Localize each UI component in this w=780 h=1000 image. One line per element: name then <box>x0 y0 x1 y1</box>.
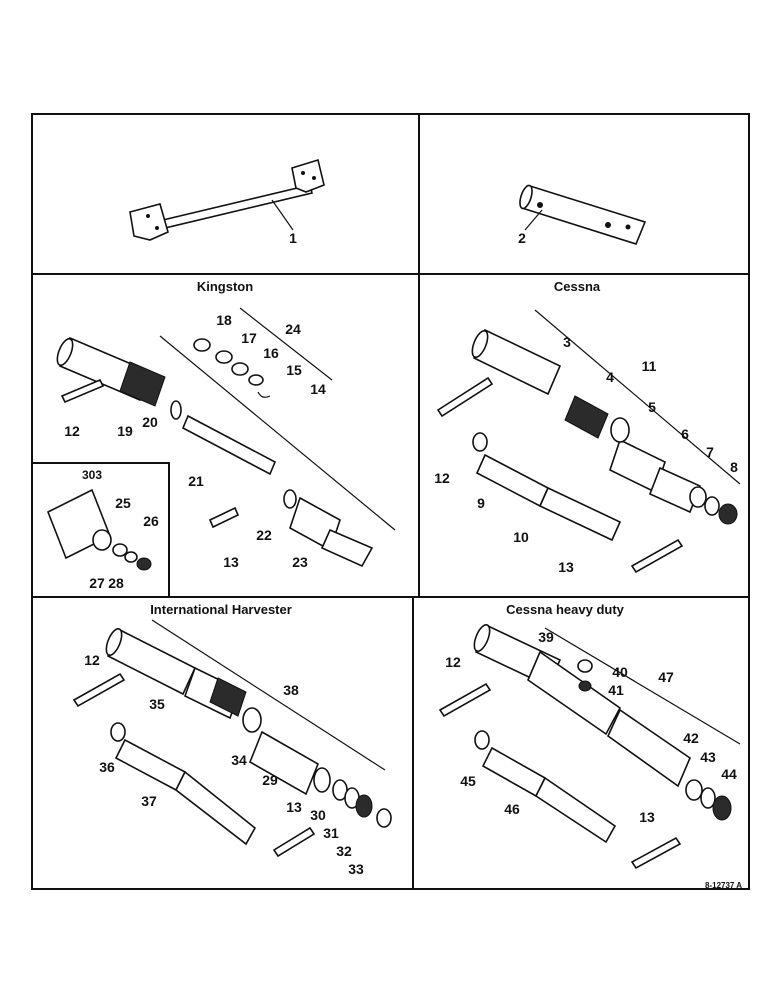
callout-39: 39 <box>538 629 554 645</box>
callout-11: 11 <box>641 358 657 374</box>
callout-14: 14 <box>310 381 326 397</box>
callout-21: 21 <box>188 473 204 489</box>
callout-20: 20 <box>142 414 158 430</box>
callout-6: 6 <box>681 426 689 442</box>
callout-10: 10 <box>513 529 529 545</box>
callout-22: 22 <box>256 527 272 543</box>
callout-1: 1 <box>289 230 297 246</box>
callout-4: 4 <box>606 369 614 385</box>
callout-38: 38 <box>283 682 299 698</box>
callout-c12: 12 <box>434 470 450 486</box>
callout-36: 36 <box>99 759 115 775</box>
callout-32: 32 <box>336 843 352 859</box>
callout-42: 42 <box>683 730 699 746</box>
callout-34: 34 <box>231 752 247 768</box>
callout-41: 41 <box>608 682 624 698</box>
callout-8: 8 <box>730 459 738 475</box>
callout-d12: 12 <box>445 654 461 670</box>
ih-cylinder <box>72 619 392 858</box>
callout-31: 31 <box>323 825 339 841</box>
panel-inset-303 <box>31 462 170 598</box>
callout-35: 35 <box>149 696 165 712</box>
callout-40: 40 <box>612 664 628 680</box>
panel-title-cessna: Cessna <box>553 279 601 294</box>
callout-h13: 13 <box>286 799 302 815</box>
callout-26: 26 <box>143 513 159 529</box>
callout-7: 7 <box>706 444 714 460</box>
cessna-hd-cylinder <box>438 624 741 870</box>
callout-d13: 13 <box>639 809 655 825</box>
callout-29: 29 <box>262 772 278 788</box>
panel-title-kingston: Kingston <box>196 279 254 294</box>
callout-17: 17 <box>241 330 257 346</box>
callout-45: 45 <box>460 773 476 789</box>
callout-k13: 13 <box>223 554 239 570</box>
callout-k12: 12 <box>64 423 80 439</box>
panel-cessna-heavy-duty <box>412 596 750 890</box>
kingston-cylinder <box>56 307 396 568</box>
panel-title-cessna-heavy-duty: Cessna heavy duty <box>506 602 624 617</box>
callout-46: 46 <box>504 801 520 817</box>
callout-18: 18 <box>216 312 232 328</box>
cessna-cylinder <box>436 309 741 574</box>
callout-47: 47 <box>658 669 674 685</box>
panel-title-international-harvester: International Harvester <box>150 602 292 617</box>
drawbar-part-1 <box>129 158 325 241</box>
callout-24: 24 <box>285 321 301 337</box>
callout-33: 33 <box>348 861 364 877</box>
tube-part-2 <box>519 184 647 245</box>
callout-c13: 13 <box>558 559 574 575</box>
callout-30: 30 <box>310 807 326 823</box>
callout-37: 37 <box>141 793 157 809</box>
callout-5: 5 <box>648 399 656 415</box>
callout-h12: 12 <box>84 652 100 668</box>
callout-43: 43 <box>700 749 716 765</box>
inset-303-parts <box>46 488 152 571</box>
panel-title-inset-303: 303 <box>81 468 103 482</box>
callout-3: 3 <box>563 334 571 350</box>
callout-15: 15 <box>286 362 302 378</box>
callout-16: 16 <box>263 345 279 361</box>
callout-25: 25 <box>115 495 131 511</box>
figure-number: 8-12737 A <box>705 881 743 890</box>
callout-2: 2 <box>518 230 526 246</box>
callout-27: 27 <box>89 575 105 591</box>
callout-28: 28 <box>108 575 124 591</box>
callout-44: 44 <box>721 766 737 782</box>
callout-19: 19 <box>117 423 133 439</box>
callout-23: 23 <box>292 554 308 570</box>
callout-9: 9 <box>477 495 485 511</box>
